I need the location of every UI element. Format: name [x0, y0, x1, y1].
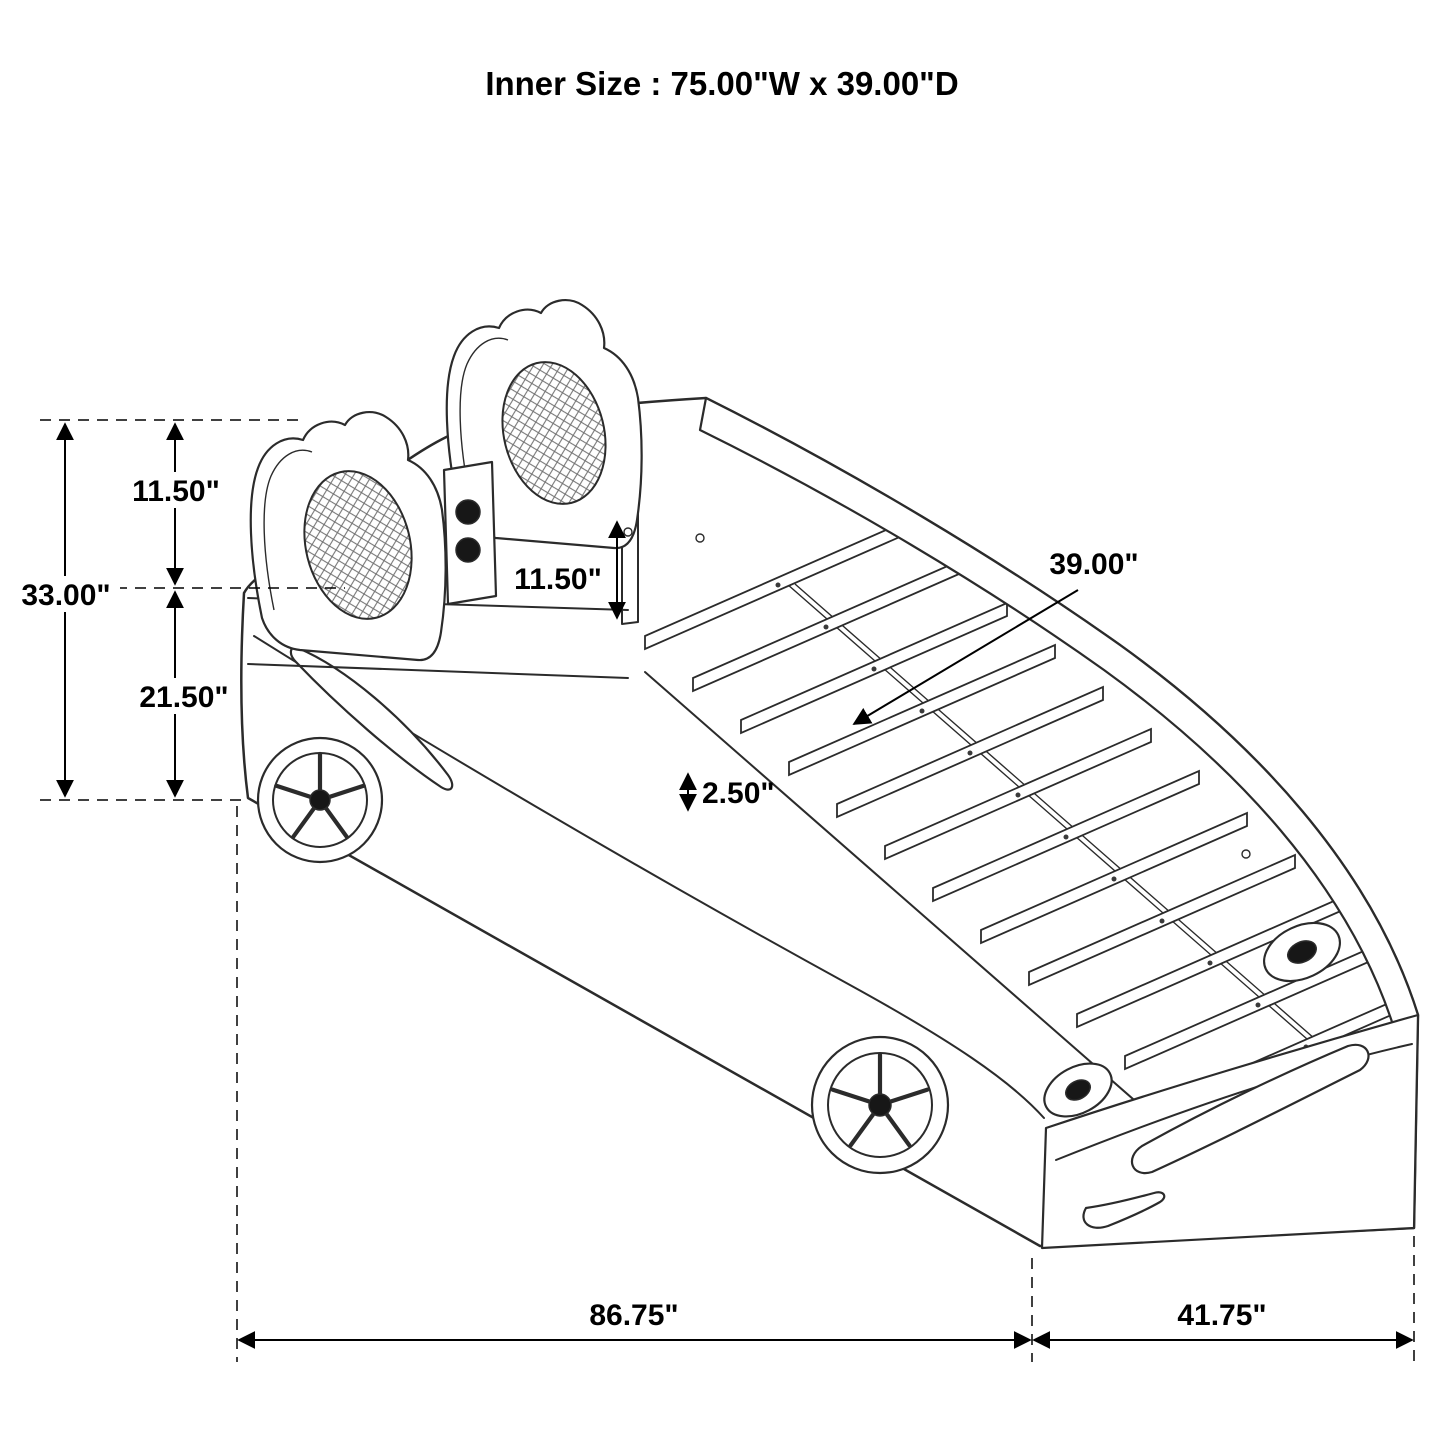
- label-total-height: 33.00": [21, 579, 110, 612]
- slat-screw-dot: [1111, 876, 1117, 882]
- label-slat-thickness: 2.50": [702, 777, 775, 810]
- front-wheel-hub: [868, 1093, 892, 1117]
- upper-headlight: [1263, 921, 1341, 983]
- rear-wheel-hub: [309, 789, 331, 811]
- headboard-band-bottom: [247, 663, 629, 679]
- label-bg: [130, 678, 238, 714]
- rear-wheel-spokes: [274, 751, 366, 840]
- upper-headlight-bulb: [1287, 940, 1317, 964]
- slat-screw-dot: [1015, 792, 1021, 798]
- label-headboard-upper: 11.50": [132, 475, 220, 508]
- label-bg: [123, 472, 229, 508]
- label-overall-length: 86.75": [589, 1299, 678, 1332]
- left-seat-pad: [303, 470, 413, 620]
- slat-screw-dot: [1159, 918, 1165, 924]
- label-overall-depth: 41.75": [1177, 1299, 1266, 1332]
- console-panel: [442, 460, 498, 606]
- slat-screw-dot: [919, 708, 925, 714]
- car-bed-drawing: [240, 299, 1420, 1250]
- left-seat-inner-line: [263, 449, 313, 611]
- front-wheel: [810, 1035, 950, 1175]
- dimensions: 33.00" 11.50" 21.50" 11.50" 39.00" 2.50"…: [14, 419, 1415, 1362]
- leader-line-bed-width: [852, 589, 1079, 725]
- label-inner-headboard: 11.50": [514, 563, 602, 596]
- label-bg: [14, 576, 120, 612]
- rear-wheel: [256, 736, 384, 864]
- slat-screw-dot: [823, 624, 829, 630]
- console-knob-top: [455, 499, 481, 525]
- slat-screw-dot: [1207, 960, 1213, 966]
- side-rail-edge: [644, 671, 1174, 1135]
- front-grille: [1131, 1043, 1370, 1175]
- lower-headlight-bulb: [1065, 1079, 1091, 1101]
- label-bg: [502, 560, 614, 596]
- right-seat-inner-line: [459, 337, 509, 499]
- side-vent-crescent: [289, 646, 454, 791]
- slat-screw-dot: [1063, 834, 1069, 840]
- right-seat-pad: [501, 361, 607, 505]
- slat-screw-dot: [967, 750, 973, 756]
- bolt-circle: [1241, 849, 1251, 859]
- front-bumper-hook: [1082, 1191, 1166, 1229]
- label-bed-width: 39.00": [1049, 548, 1138, 581]
- lower-headlight: [1043, 1062, 1113, 1118]
- console-knob-bottom: [455, 537, 481, 563]
- slat-screw-dot: [775, 582, 781, 588]
- label-headboard-lower: 21.50": [139, 681, 228, 714]
- slat-screw-dot: [1255, 1002, 1261, 1008]
- headboard: [247, 299, 1251, 859]
- inner-size-title: Inner Size : 75.00"W x 39.00"D: [485, 65, 958, 102]
- slat-screw-dot: [871, 666, 877, 672]
- front-wheel-spokes: [830, 1052, 930, 1148]
- bolt-circle: [695, 533, 705, 543]
